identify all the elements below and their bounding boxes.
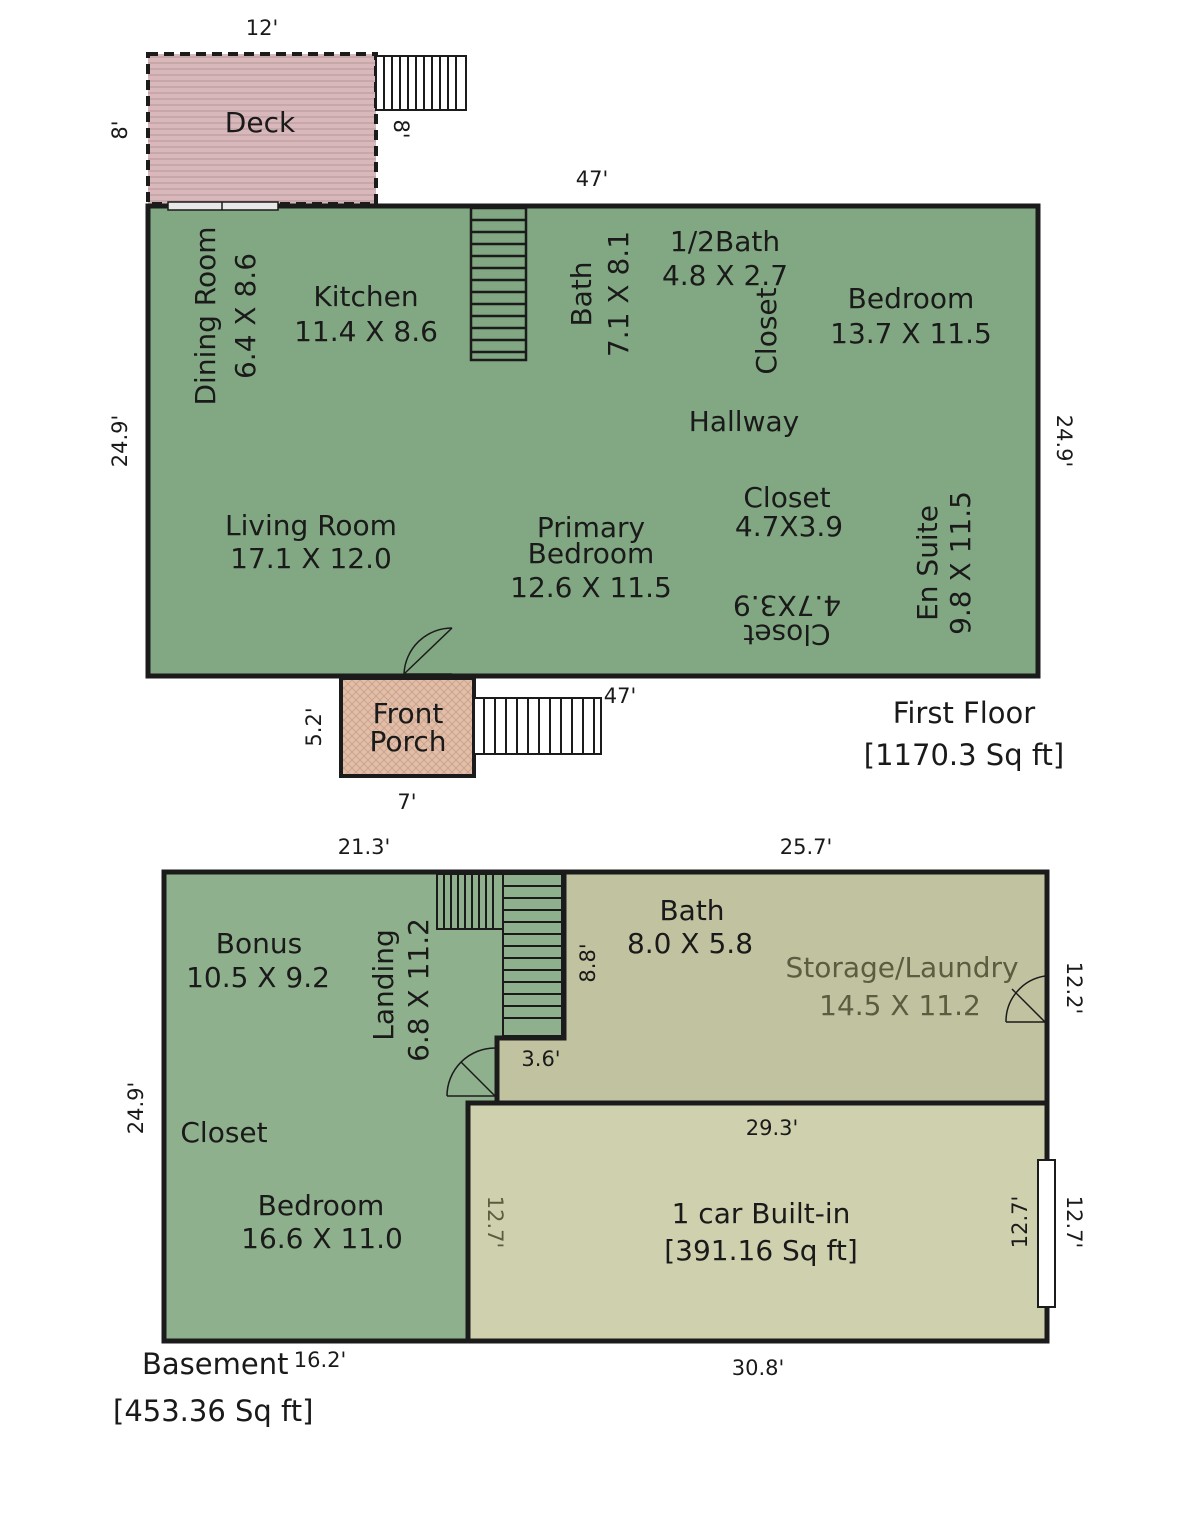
basement-area: [453.36 Sq ft] (113, 1394, 313, 1428)
basement-dim-top-right: 25.7' (780, 835, 833, 859)
svg-text:17.1 X 12.0: 17.1 X 12.0 (230, 542, 392, 575)
svg-text:1/2Bath: 1/2Bath (670, 225, 780, 258)
garage-dim-left: 12.7' (483, 1196, 507, 1249)
svg-text:Closet: Closet (743, 481, 830, 514)
first-floor-outline (145, 203, 1041, 679)
storage-door-swing (1005, 975, 1046, 1023)
first-floor-dim-top: 47' (576, 167, 609, 191)
basement-dim-bottom-right: 30.8' (732, 1356, 785, 1380)
room-deck-label: Deck (225, 106, 296, 139)
porch-stairs (473, 697, 602, 755)
basement-label: Basement (142, 1347, 288, 1381)
room-primary-bedroom: Primary Bedroom 12.6 X 11.5 (510, 511, 672, 604)
room-dining: Dining Room 6.4 X 8.6 (189, 226, 262, 405)
svg-text:4.7X3.9: 4.7X3.9 (733, 589, 841, 622)
first-floor-dim-left: 24.9' (108, 415, 132, 468)
room-hallway: Hallway (689, 405, 799, 438)
svg-text:Bath: Bath (659, 894, 724, 927)
room-kitchen: Kitchen 11.4 X 8.6 (294, 280, 438, 348)
svg-text:Closet: Closet (743, 618, 830, 651)
deck-stairs (375, 55, 467, 111)
svg-text:Landing: Landing (367, 929, 400, 1041)
svg-text:Deck: Deck (225, 106, 296, 139)
svg-text:Front: Front (373, 697, 444, 730)
deck-area (146, 52, 378, 206)
svg-text:1 car Built-in: 1 car Built-in (672, 1197, 851, 1230)
basement-dim-step: 3.6' (521, 1047, 560, 1071)
room-bath: Bath 7.1 X 8.1 (565, 231, 635, 357)
room-closet-a: Closet 4.7X3.9 (735, 481, 843, 543)
sliding-door (167, 201, 279, 211)
first-floor-dim-right: 24.9' (1052, 415, 1076, 468)
porch-dim-bottom: 7' (397, 790, 416, 814)
basement-dim-top-left: 21.3' (338, 835, 391, 859)
svg-text:11.4 X 8.6: 11.4 X 8.6 (294, 315, 438, 348)
svg-text:14.5 X 11.2: 14.5 X 11.2 (819, 989, 981, 1022)
svg-text:Porch: Porch (369, 725, 446, 758)
basement-dim-right-lower: 12.7' (1062, 1196, 1086, 1249)
basement-garage (465, 1100, 1050, 1344)
room-basement-bath: Bath 8.0 X 5.8 (627, 894, 753, 960)
basement-dim-bottom-left: 16.2' (294, 1348, 347, 1372)
room-bonus: Bonus 10.5 X 9.2 (186, 927, 330, 994)
front-door-swing (403, 627, 453, 675)
svg-text:13.7 X 11.5: 13.7 X 11.5 (830, 317, 992, 350)
room-half-bath: 1/2Bath 4.8 X 2.7 (662, 225, 788, 292)
room-living: Living Room 17.1 X 12.0 (225, 509, 397, 575)
svg-text:Living Room: Living Room (225, 509, 397, 542)
svg-text:12.6 X 11.5: 12.6 X 11.5 (510, 571, 672, 604)
svg-text:16.6 X 11.0: 16.6 X 11.0 (241, 1222, 403, 1255)
garage-dim-right-inner: 12.7' (1008, 1196, 1032, 1249)
first-floor-dim-bottom: 47' (604, 684, 637, 708)
basement-dim-left: 24.9' (124, 1082, 148, 1135)
svg-text:En Suite: En Suite (911, 505, 944, 621)
interior-stairs (469, 206, 528, 362)
room-garage: 1 car Built-in [391.16 Sq ft] (664, 1197, 858, 1267)
svg-text:4.8 X 2.7: 4.8 X 2.7 (662, 259, 788, 292)
svg-text:Bath: Bath (565, 261, 598, 326)
room-closet-vertical: Closet (750, 287, 783, 374)
garage-door (1037, 1159, 1056, 1308)
garage-dim-top: 29.3' (746, 1116, 799, 1140)
svg-text:7.1 X 8.1: 7.1 X 8.1 (602, 231, 635, 357)
svg-text:[391.16 Sq ft]: [391.16 Sq ft] (664, 1234, 858, 1267)
front-porch (339, 676, 476, 778)
basement-dim-right-upper: 12.2' (1062, 962, 1086, 1015)
first-floor-area: [1170.3 Sq ft] (864, 738, 1064, 772)
svg-text:Bedroom: Bedroom (848, 282, 975, 315)
deck-dim-right: 8' (389, 119, 413, 138)
svg-text:Kitchen: Kitchen (313, 280, 418, 313)
room-basement-bedroom: Bedroom 16.6 X 11.0 (241, 1189, 403, 1255)
svg-text:4.7X3.9: 4.7X3.9 (735, 510, 843, 543)
deck-dim-left: 8' (108, 120, 132, 139)
svg-text:Bonus: Bonus (216, 927, 302, 960)
basement-storage-area (494, 869, 1050, 1106)
room-basement-closet: Closet (180, 1116, 267, 1149)
svg-text:10.5 X 9.2: 10.5 X 9.2 (186, 961, 330, 994)
svg-text:9.8 X 11.5: 9.8 X 11.5 (944, 491, 977, 635)
svg-text:6.8 X 11.2: 6.8 X 11.2 (402, 918, 435, 1062)
first-floor: 12' 8' 8' 47' 24.9' 24.9' 47' 5.2' 7' Di… (108, 16, 1076, 814)
room-bedroom: Bedroom 13.7 X 11.5 (830, 282, 992, 350)
svg-text:6.4 X 8.6: 6.4 X 8.6 (229, 253, 262, 379)
basement-dim-stair: 8.8' (576, 943, 600, 982)
room-storage-laundry: Storage/Laundry 14.5 X 11.2 (785, 951, 1018, 1022)
room-landing: Landing 6.8 X 11.2 (367, 918, 435, 1062)
porch-dim-left: 5.2' (302, 707, 326, 746)
room-closet-b: Closet 4.7X3.9 (733, 589, 841, 651)
room-en-suite: En Suite 9.8 X 11.5 (911, 491, 977, 635)
svg-text:Bedroom: Bedroom (258, 1189, 385, 1222)
first-floor-label: First Floor (893, 696, 1035, 730)
svg-text:Dining Room: Dining Room (189, 226, 222, 405)
svg-text:Bedroom: Bedroom (528, 537, 655, 570)
svg-text:Storage/Laundry: Storage/Laundry (785, 951, 1018, 984)
svg-text:Primary: Primary (537, 511, 645, 544)
svg-text:8.0 X 5.8: 8.0 X 5.8 (627, 927, 753, 960)
basement: 21.3' 25.7' 24.9' 16.2' 30.8' 12.2' 12.7… (113, 835, 1086, 1428)
basement-stairs (436, 873, 563, 1037)
deck-dim-top: 12' (246, 16, 279, 40)
room-front-porch: Front Porch (369, 697, 446, 758)
